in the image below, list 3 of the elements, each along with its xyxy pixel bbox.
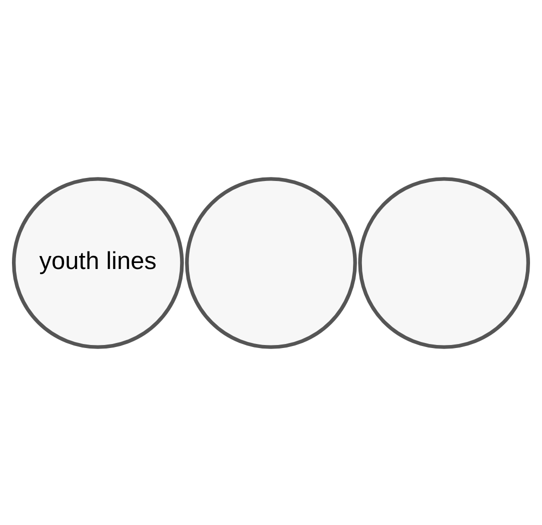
- node-circle: [185, 176, 357, 348]
- node-circle: [358, 176, 530, 348]
- node-circle: youth lines: [12, 176, 184, 348]
